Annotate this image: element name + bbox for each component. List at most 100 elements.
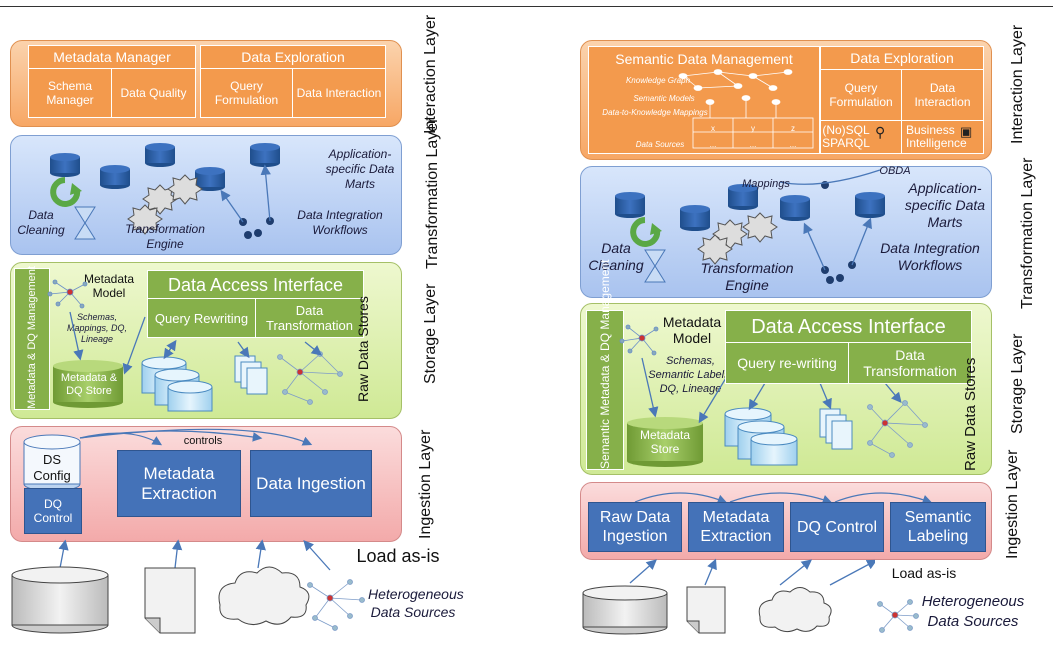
right-query-formulation: Query Formulation [820,69,902,121]
left-query-formulation: Query Formulation [200,68,293,118]
left-ingestion-label: Ingestion Layer [417,429,434,539]
right-data-integration-workflows: Data Integration Workflows [880,240,980,273]
graph-source-icon [307,579,365,631]
raw-graph-icon [277,351,343,405]
right-table-x: x [711,124,715,133]
right-knowledge-graph: Knowledge Graph [625,76,691,85]
right-table-y: y [751,124,755,133]
right-ingestion-label: Ingestion Layer [1004,449,1021,559]
cloud-source-icon [218,566,310,625]
left-ingestion-graphics [23,428,313,492]
left-transformation-graphics [50,143,280,240]
right-data-exploration: Data Exploration [820,46,984,70]
right-raw-data-stores: Raw Data Stores [962,357,979,471]
right-data-transformation: Data Transformation [848,342,972,384]
presentation-icon: ▣ [960,124,973,139]
left-controls: controls [183,435,223,447]
right-data-sources-label: Data Sources [635,140,685,149]
right-table-dots-1: ... [709,140,717,149]
right-mappings: Mappings [742,178,790,190]
left-heterogeneous-sources: Heterogeneous Data Sources [368,586,464,620]
left-data-access-interface: Data Access Interface [147,270,364,300]
right-schemas-text: Schemas, Semantic Labels, DQ, Lineage [648,355,733,395]
right-bi-box: Business Intelligence [901,120,984,154]
right-knowledge-graph-graphics [678,69,814,149]
right-transformation-label: Transformation Layer [1019,157,1036,309]
right-data-to-knowledge: Data-to-Knowledge Mappings [602,108,708,117]
raw-graph-icon [867,400,928,458]
left-data-transformation: Data Transformation [255,298,364,338]
left-storage-graphics [47,279,343,412]
right-metadata-extraction: Metadata Extraction [688,502,784,552]
left-data-quality: Data Quality [111,68,196,118]
right-dq-control: DQ Control [790,502,884,552]
right-ingestion-graphics [634,492,933,505]
left-data-cleaning: Data Cleaning [17,208,65,237]
raw-store-cylinders [724,407,798,466]
right-query-rewriting: Query re-writing [725,342,849,384]
metadata-graph-icon [47,279,88,309]
right-metadata-store: Metadata Store [639,428,691,456]
right-table-dots-2: ... [749,140,757,149]
db-source-icon [11,566,109,634]
right-data-access-interface: Data Access Interface [725,310,972,344]
right-graph-source-icon [877,599,919,633]
right-semantic-data-management: Semantic Data Management [615,51,793,67]
right-semantic-models: Semantic Models [633,94,695,103]
right-obda: OBDA [879,165,911,177]
top-rule [0,6,1053,7]
right-interaction-label: Interaction Layer [1009,24,1026,144]
right-sources-graphics [582,558,875,635]
right-load-as-is: Load as-is [891,565,957,581]
db-source-icon [582,585,668,635]
file-source-icon [686,586,726,634]
document-icons [234,355,268,395]
metadata-store-cylinder [627,417,703,467]
ds-config-cylinder [23,434,81,492]
right-app-data-marts: Application-specific Data Marts [904,180,986,230]
right-nosql-sparql: (No)SQL SPARQL [822,123,870,150]
right-storage-label: Storage Layer [1009,333,1026,434]
right-raw-data-ingestion: Raw Data Ingestion [588,502,682,552]
metadata-dq-store-cylinder [53,360,123,408]
cycle-icon [50,177,82,207]
right-data-cleaning: Data Cleaning [588,240,644,273]
right-metadata-model: Metadata Model [662,314,722,346]
right-semantic-labeling: Semantic Labeling [890,502,986,552]
right-data-interaction: Data Interaction [901,69,984,121]
left-schema-manager: Schema Manager [28,68,112,118]
left-load-as-is: Load as-is [356,546,440,566]
left-data-interaction: Data Interaction [292,68,386,118]
left-transformation-engine: Transformation Engine [125,222,205,251]
left-query-rewriting: Query Rewriting [147,298,256,338]
mapping-table [692,117,814,149]
gear-icons [127,174,203,235]
gear-icons [697,212,778,265]
right-table-z: z [791,124,795,133]
workflow-nodes [239,217,274,239]
left-data-ingestion: Data Ingestion [250,450,372,517]
left-data-exploration: Data Exploration [200,45,386,69]
right-semantic-data-management-box: Semantic Data Management [588,46,820,154]
file-source-icon [144,567,196,634]
hourglass-icon [644,249,666,283]
cloud-source-icon [758,587,832,633]
left-dq-control: DQ Control [24,488,82,534]
datamart-cylinders [50,143,280,191]
left-data-integration-workflows: Data Integration Workflows [297,208,383,237]
right-business-intelligence: Business Intelligence [906,123,967,150]
left-storage-label: Storage Layer [422,283,439,384]
left-schemas-text: Schemas, Mappings, DQ, Lineage [66,312,128,344]
left-metadata-model: Metadata Model [84,272,135,300]
raw-store-cylinders [141,356,213,412]
left-transformation-label: Transformation Layer [424,117,441,269]
right-table-dots-3: ... [789,140,797,149]
right-semantic-metadata-box: Semantic Metadata & DQ Management [586,260,624,470]
left-metadata-dq-store: Metadata & DQ Store [60,372,118,397]
cycle-icon [630,217,662,247]
left-sources-graphics [11,539,365,634]
left-raw-data-stores: Raw Data Stores [355,296,371,402]
left-app-data-marts: Application-specific Data Marts [325,147,395,191]
left-metadata-extraction: Metadata Extraction [117,450,241,517]
document-icons [819,408,853,450]
